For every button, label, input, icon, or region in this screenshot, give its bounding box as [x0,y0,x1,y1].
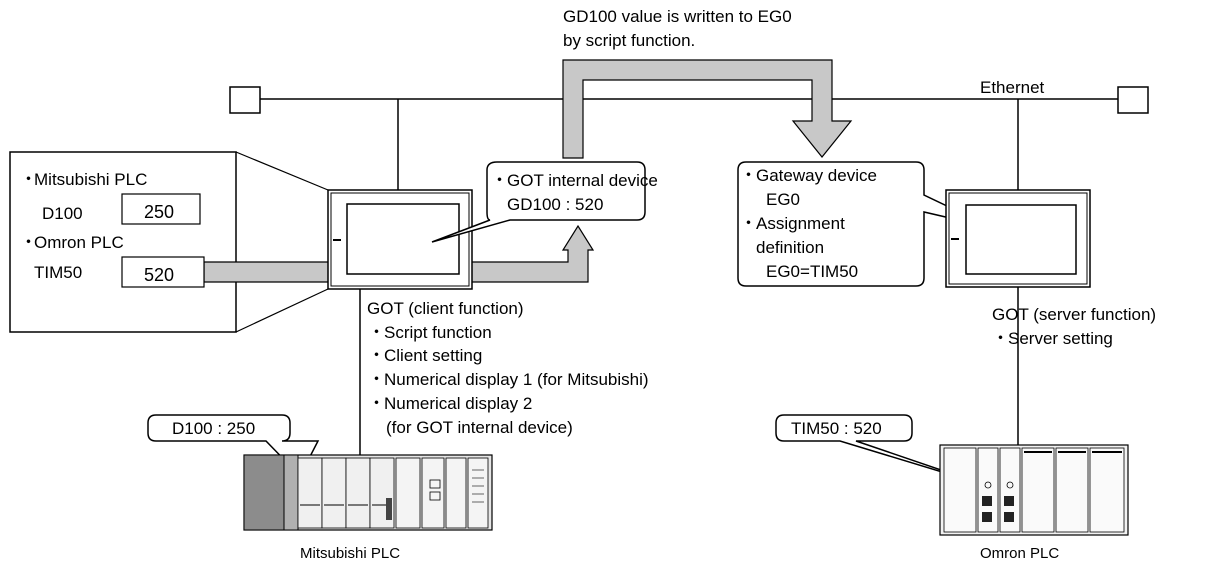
client-item-5: (for GOT internal device) [386,418,573,437]
server-item-1: Server setting [1008,329,1113,348]
gateway-line1: Gateway device [756,166,877,185]
tim50-value: 520 [144,265,174,285]
client-bullet-1: ・ [368,323,385,342]
ethernet-label: Ethernet [980,78,1045,97]
client-bullet-2: ・ [368,346,385,365]
server-got-device [945,189,1091,288]
terminator-left [229,86,261,114]
got-internal-line1: GOT internal device [507,171,658,190]
panel-omron-label: Omron PLC [34,233,124,252]
server-got-screen [965,204,1077,275]
mitsubishi-plc-rack [243,454,493,531]
panel-tim50-label: TIM50 [34,263,82,282]
omron-plc-tag-text: TIM50 : 520 [791,419,882,438]
gateway-callout: ・ Gateway device EG0 ・ Assignment defini… [737,161,994,287]
client-item-3: Numerical display 1 (for Mitsubishi) [384,370,649,389]
tim50-value-box [121,256,205,288]
script-write-arrow [562,59,853,159]
script-note-line1: GD100 value is written to EG0 [563,7,792,26]
mitsubishi-plc-tag-text: D100 : 250 [172,419,255,438]
omron-plc-rack [939,444,1129,536]
terminator-right [1117,86,1149,114]
mitsubishi-plc-caption: Mitsubishi PLC [300,545,400,562]
gateway-line3: Assignment [756,214,845,233]
panel-bullet-omron: ・ [20,233,37,252]
gateway-bullet-2: ・ [740,214,757,233]
d100-value-box [121,193,201,225]
ethernet-bus: Ethernet [229,78,1149,114]
d100-value: 250 [144,202,174,222]
gateway-line5: EG0=TIM50 [766,262,858,281]
server-got-title: GOT (server function) [992,305,1156,324]
callout-bullet: ・ [491,171,508,190]
got-internal-callout: ・ GOT internal device GD100 : 520 [431,161,658,243]
server-bullet-1: ・ [992,329,1009,348]
client-item-4: Numerical display 2 [384,394,532,413]
client-bullet-3: ・ [368,370,385,389]
client-bullet-4: ・ [368,394,385,413]
client-item-1: Script function [384,323,492,342]
gateway-bullet-1: ・ [740,166,757,185]
panel-bullet-mitsubishi: ・ [20,170,37,189]
client-got-device [327,189,473,290]
client-item-2: Client setting [384,346,482,365]
gateway-line2: EG0 [766,190,800,209]
panel-mitsubishi-label: Mitsubishi PLC [34,170,147,189]
plc-values-panel: ・ Mitsubishi PLC D100 250 ・ Omron PLC TI… [9,151,329,333]
omron-plc-caption: Omron PLC [980,545,1059,562]
client-got-title: GOT (client function) [367,299,524,318]
script-note-line2: by script function. [563,31,695,50]
omron-plc-tag: TIM50 : 520 [775,414,986,486]
panel-d100-label: D100 [42,204,83,223]
gateway-line4: definition [756,238,824,257]
got-internal-line2: GD100 : 520 [507,195,603,214]
